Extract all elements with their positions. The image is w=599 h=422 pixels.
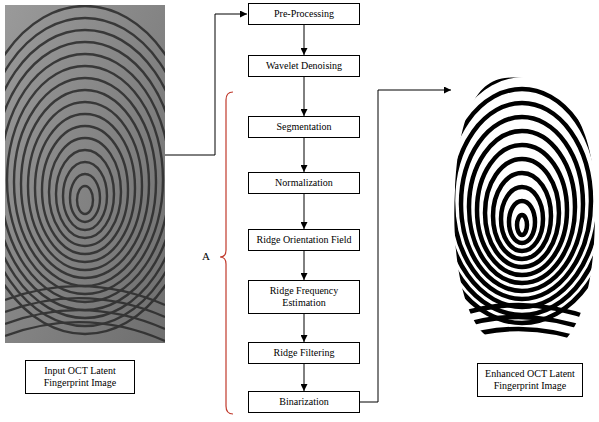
caption-box: Enhanced OCT Latent Fingerprint Image xyxy=(477,363,583,397)
process-box: Ridge Orientation Field xyxy=(248,229,360,251)
node-text: Ridge Filtering xyxy=(274,347,335,359)
process-box: Segmentation xyxy=(248,116,360,138)
output-arrow xyxy=(360,90,451,402)
flow-arrow xyxy=(304,364,305,391)
node-text: Binarization xyxy=(279,396,328,408)
flow-arrow xyxy=(304,251,305,280)
process-box: Ridge Frequency Estimation xyxy=(248,280,360,314)
process-box: Wavelet Denoising xyxy=(248,55,360,77)
process-box: Ridge Filtering xyxy=(248,342,360,364)
node-text: Segmentation xyxy=(277,121,332,133)
node-text: Enhanced OCT Latent Fingerprint Image xyxy=(483,368,577,392)
node-text: Ridge Orientation Field xyxy=(257,234,352,246)
node-text: Wavelet Denoising xyxy=(266,60,342,72)
caption-box: Input OCT Latent Fingerprint Image xyxy=(25,360,135,394)
group-bracket xyxy=(220,92,233,414)
node-text: Pre-Processing xyxy=(274,8,334,20)
node-text: Normalization xyxy=(275,177,333,189)
flow-arrow xyxy=(304,314,305,342)
process-box: Pre-Processing xyxy=(248,3,360,25)
input-fingerprint xyxy=(0,5,198,343)
process-box: Normalization xyxy=(248,172,360,194)
input-arrow xyxy=(165,14,247,155)
flow-arrow xyxy=(304,77,305,116)
process-box: Binarization xyxy=(248,391,360,413)
flow-arrow xyxy=(304,25,305,55)
flow-arrow xyxy=(304,138,305,172)
flow-arrow xyxy=(304,194,305,229)
enhanced-fingerprint xyxy=(429,61,599,346)
node-text: Ridge Frequency Estimation xyxy=(254,285,354,309)
group-label: A xyxy=(202,250,210,262)
node-text: Input OCT Latent Fingerprint Image xyxy=(31,365,129,389)
